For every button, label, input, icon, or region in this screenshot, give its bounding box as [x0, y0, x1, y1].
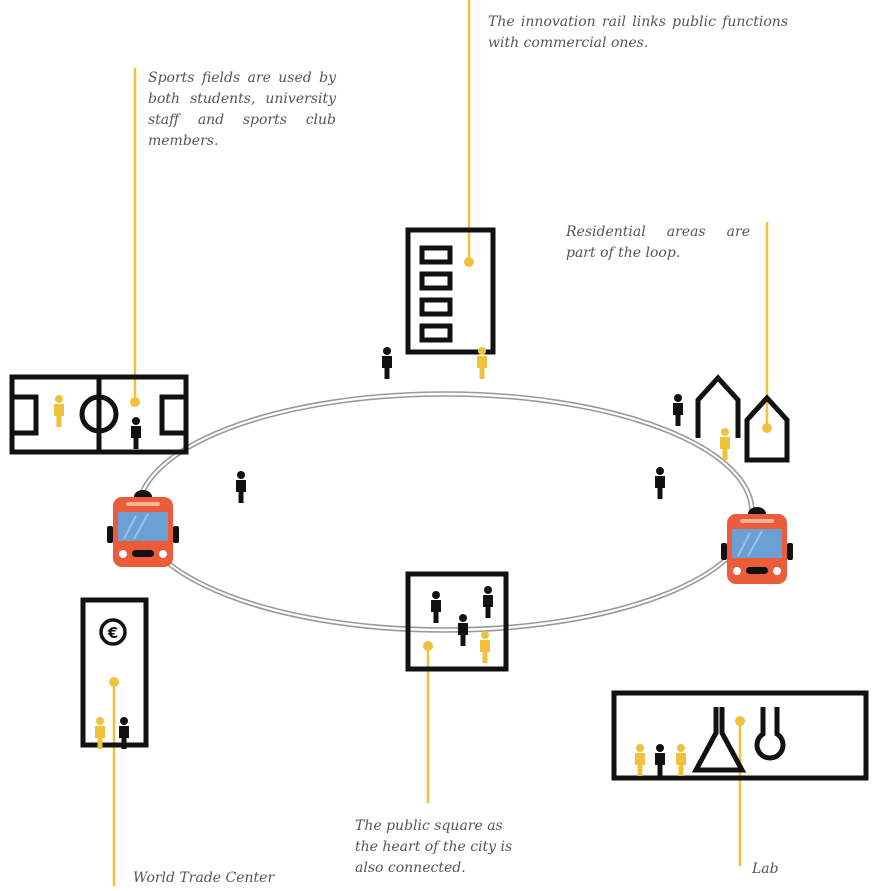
world-trade-center-annotation: World Trade Center — [133, 870, 275, 886]
office-building-icon — [405, 227, 496, 355]
innovation-rail-annotation: The innovation rail links public functio… — [488, 14, 788, 51]
loop-track — [135, 391, 755, 633]
leader-dots — [109, 257, 772, 726]
residential-annotation: Residential areas are part of the loop. — [566, 224, 750, 261]
laboratory-flask-icon — [611, 690, 869, 781]
house-icon — [695, 374, 790, 463]
sports-fields-annotation: Sports fields are used by both students,… — [148, 70, 336, 149]
bus-icon — [720, 506, 794, 585]
sports-field-icon — [9, 374, 189, 455]
bus-icon — [106, 489, 180, 568]
public-square-icon — [405, 571, 509, 672]
leader-lines — [112, 0, 769, 886]
lab-annotation: Lab — [752, 861, 779, 877]
currency-icon: € — [107, 624, 118, 642]
public-square-annotation: The public square as the heart of the ci… — [355, 818, 513, 876]
world-trade-center-icon: € — [80, 597, 149, 748]
